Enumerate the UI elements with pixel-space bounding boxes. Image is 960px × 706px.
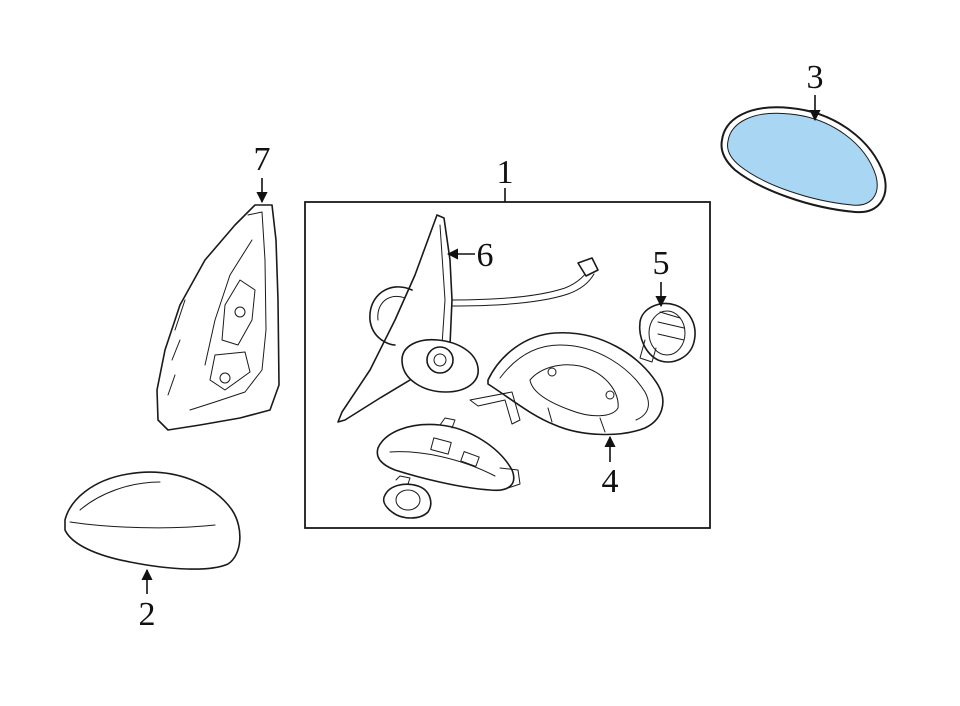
callout-2-label: 2 [138, 596, 156, 633]
callout-1-label: 1 [496, 154, 514, 191]
part-3-mirror-glass [720, 106, 887, 214]
assembly-box [304, 201, 711, 529]
callout-6-label: 6 [476, 237, 494, 274]
part-2-cover [64, 471, 241, 570]
part-4-housing [469, 332, 664, 436]
part-5-motor [638, 302, 696, 363]
callout-3-label: 3 [806, 59, 824, 96]
part-6-base [337, 214, 599, 423]
actuator-unit [376, 417, 521, 492]
part-7-bracket [156, 204, 280, 431]
callout-5-label: 5 [652, 245, 670, 282]
small-motor [382, 475, 432, 519]
callout-7-label: 7 [253, 141, 271, 178]
callout-4-label: 4 [601, 463, 619, 500]
